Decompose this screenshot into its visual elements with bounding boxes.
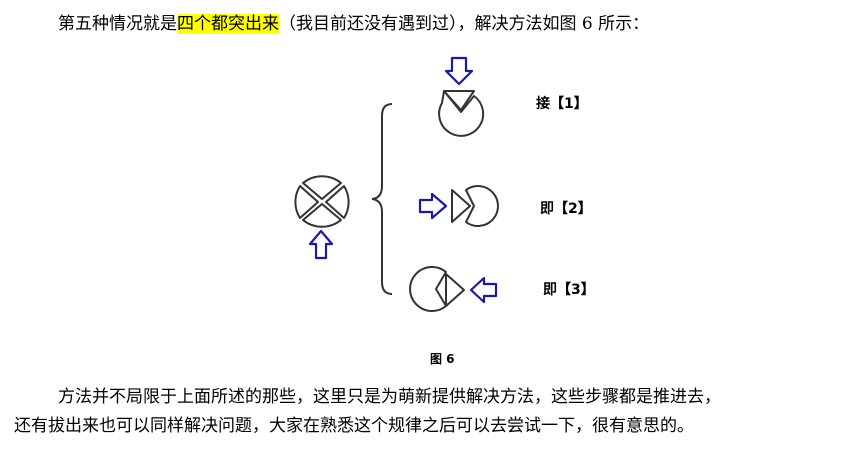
wedge-right: [445, 273, 465, 307]
down-arrow-icon: [444, 56, 474, 86]
brace-icon: [371, 103, 393, 295]
left-arrow-icon: [469, 276, 498, 304]
paragraph-line-2: 还有拔出来也可以同样解决问题，大家在熟悉这个规律之后可以去尝试一下，很有意思的。: [14, 416, 694, 436]
intro-text-before: 第五种情况就是: [58, 14, 177, 34]
piece-top-open: [438, 90, 485, 137]
highlighted-phrase: 四个都突出来: [177, 14, 279, 34]
label-step-2: 即【2】: [540, 201, 592, 217]
figure-caption: 图 6: [430, 352, 455, 366]
paragraph-line-1: 方法并不局限于上面所述的那些，这里只是为萌新提供解决方法，这些步骤都是推进去，: [58, 387, 721, 407]
right-arrow-icon: [418, 192, 448, 220]
wedge-top: [443, 90, 475, 111]
intro-line: 第五种情况就是四个都突出来（我目前还没有遇到过），解决方法如图 6 所示：: [58, 9, 649, 34]
figure-diagram: [294, 56, 499, 312]
cross-piece-icon: [294, 175, 350, 228]
label-step-3: 即【3】: [543, 282, 595, 298]
piece-left-open: [409, 266, 447, 312]
piece-right-open: [465, 185, 499, 227]
label-step-1: 接【1】: [536, 96, 588, 112]
intro-text-after: （我目前还没有遇到过），解决方法如图 6 所示：: [279, 14, 650, 34]
push-arrow-up-icon: [308, 229, 334, 260]
wedge-left: [451, 189, 471, 223]
